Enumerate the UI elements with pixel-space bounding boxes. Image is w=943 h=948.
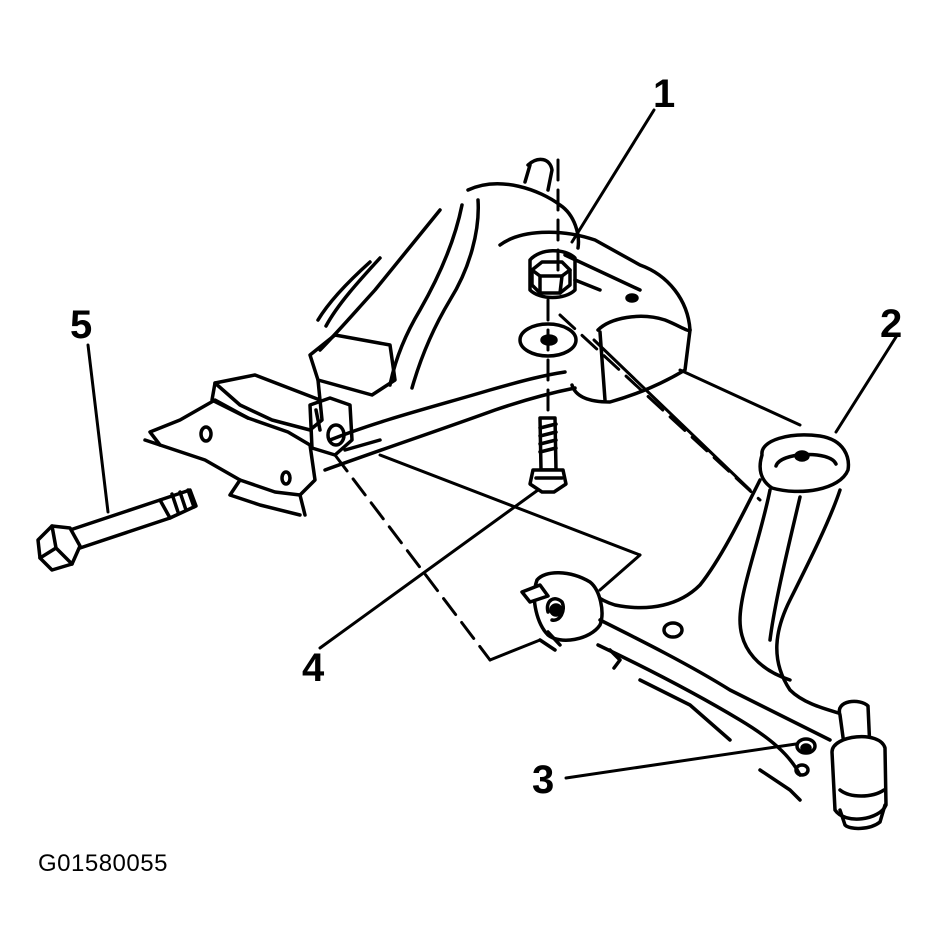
figure-id-label: G01580055 [38,850,168,877]
callout-5: 5 [70,303,93,347]
horizontal-bolt [36,488,198,572]
lower-control-arm [520,433,888,831]
nut [530,260,572,295]
frame-bracket [143,157,692,517]
vertical-bolt [528,416,568,494]
callout-3: 3 [532,758,555,802]
callout-4: 4 [302,646,325,690]
callout-1: 1 [653,72,676,116]
callout-2: 2 [880,302,903,346]
leader-lines [86,108,898,780]
